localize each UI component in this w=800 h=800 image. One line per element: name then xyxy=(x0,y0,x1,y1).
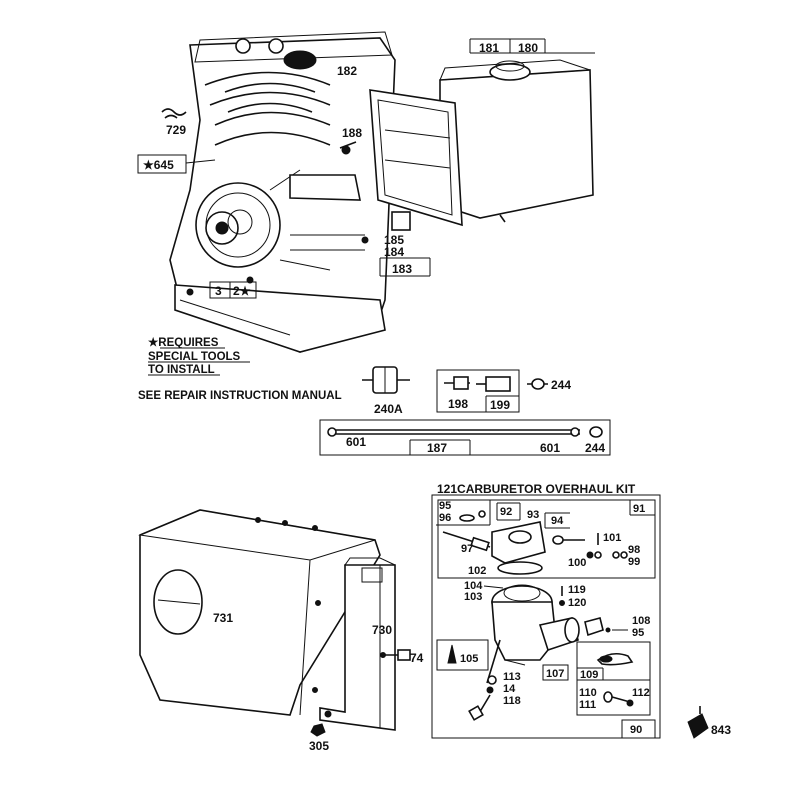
label-92: 92 xyxy=(500,506,512,518)
fitting-244 xyxy=(527,378,548,390)
label-111: 111 xyxy=(579,699,596,711)
label-731: 731 xyxy=(213,611,233,625)
bracket-730 xyxy=(319,557,396,731)
note-manual: SEE REPAIR INSTRUCTION MANUAL xyxy=(138,390,342,402)
label-101: 101 xyxy=(603,532,621,544)
label-107: 107 xyxy=(546,668,564,680)
label-103: 103 xyxy=(464,591,482,603)
tank-bolt xyxy=(339,141,357,155)
label-96: 96 xyxy=(439,512,451,524)
label-199: 199 xyxy=(490,398,510,412)
label-3: 3 xyxy=(215,284,222,298)
screw-74 xyxy=(380,649,411,661)
clip-729 xyxy=(161,108,187,119)
carb-part-108 xyxy=(584,617,611,637)
fuel-filter xyxy=(362,366,410,394)
label-112: 112 xyxy=(632,687,650,699)
note-to-install: TO INSTALL xyxy=(148,364,215,376)
fuel-tank xyxy=(369,38,595,227)
label-181: 181 xyxy=(479,41,499,55)
label-183: 183 xyxy=(392,262,412,276)
label-95a: 95 xyxy=(439,500,451,512)
label-198: 198 xyxy=(448,397,468,411)
label-119: 119 xyxy=(568,584,586,596)
carb-part-105 xyxy=(436,639,489,671)
label-2: 2★ xyxy=(233,284,251,298)
label-118: 118 xyxy=(503,695,521,707)
label-305: 305 xyxy=(309,739,329,753)
label-729: 729 xyxy=(166,123,186,137)
carb-top-assy xyxy=(491,502,546,575)
label-601-left: 601 xyxy=(346,435,366,449)
carb-parts-113-118 xyxy=(468,675,497,721)
carb-part-95-96 xyxy=(436,500,491,526)
carb-parts-110-112 xyxy=(576,679,651,716)
label-187: 187 xyxy=(427,441,447,455)
label-180: 180 xyxy=(518,41,538,55)
carburetor-body xyxy=(486,584,580,684)
label-74: 74 xyxy=(410,651,424,665)
label-97: 97 xyxy=(461,543,473,555)
label-244-a: 244 xyxy=(551,378,571,392)
label-102: 102 xyxy=(468,565,486,577)
connector-843 xyxy=(687,706,709,739)
tank-bracket-assy xyxy=(379,211,431,277)
label-120: 120 xyxy=(568,597,586,609)
fuel-line xyxy=(319,419,611,456)
note-requires: ★REQUIRES xyxy=(148,336,219,349)
label-91: 91 xyxy=(633,503,645,515)
label-108: 108 xyxy=(632,615,650,627)
carb-needle-97 xyxy=(442,531,491,552)
label-14: 14 xyxy=(503,683,516,695)
label-99: 99 xyxy=(628,556,640,568)
label-90: 90 xyxy=(630,724,642,736)
note-special-tools: SPECIAL TOOLS xyxy=(148,351,241,363)
fitting-group xyxy=(436,369,520,413)
carburetor-kit-frame xyxy=(431,494,661,739)
label-184: 184 xyxy=(384,245,404,259)
label-843: 843 xyxy=(711,723,731,737)
label-244-b: 244 xyxy=(585,441,605,455)
label-240A: 240A xyxy=(374,402,403,416)
carb-parts-98-100 xyxy=(586,551,628,559)
label-188: 188 xyxy=(342,126,362,140)
label-601-right: 601 xyxy=(540,441,560,455)
label-100: 100 xyxy=(568,557,586,569)
label-93: 93 xyxy=(527,509,539,521)
label-104: 104 xyxy=(464,580,483,592)
label-730: 730 xyxy=(372,623,392,637)
nut-305 xyxy=(310,723,326,737)
cylinder-block xyxy=(169,31,396,353)
carb-part-119-120 xyxy=(559,586,565,606)
carb-part-94 xyxy=(544,512,585,545)
label-645: ★645 xyxy=(143,158,174,172)
label-98: 98 xyxy=(628,544,640,556)
label-94: 94 xyxy=(551,515,564,527)
label-110: 110 xyxy=(579,687,597,699)
label-109: 109 xyxy=(580,669,598,681)
label-113: 113 xyxy=(503,671,521,683)
label-185: 185 xyxy=(384,233,404,247)
carb-choke-109 xyxy=(576,641,651,681)
blower-shroud xyxy=(138,509,381,716)
label-182: 182 xyxy=(337,64,357,78)
carb-kit-title: 121CARBURETOR OVERHAUL KIT xyxy=(437,482,636,496)
label-105: 105 xyxy=(460,653,478,665)
label-95b: 95 xyxy=(632,627,644,639)
